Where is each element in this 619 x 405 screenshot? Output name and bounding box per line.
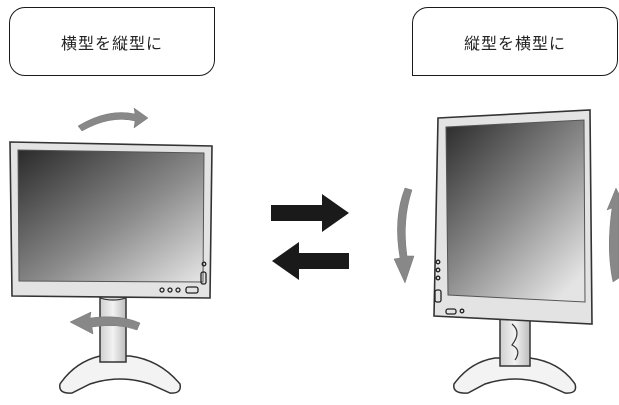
- rotate-arrow-up-partial-icon: [606, 187, 619, 283]
- arrow-left-icon: [272, 242, 349, 280]
- monitor-landscape-base: [59, 355, 182, 394]
- monitor-landscape-neck: [99, 295, 127, 363]
- swivel-arrow-neck-icon: [69, 311, 141, 335]
- monitor-portrait-controls: [434, 259, 465, 315]
- monitor-landscape: [9, 107, 213, 394]
- label-landscape-to-portrait: 横型を縦型に: [9, 7, 215, 76]
- monitor-portrait-base: [453, 357, 577, 394]
- rotate-arrow-down-icon: [393, 187, 415, 284]
- monitor-portrait-screen: [445, 119, 586, 303]
- label-landscape-to-portrait-text: 横型を縦型に: [60, 33, 163, 53]
- rotate-clockwise-arrow-top-icon: [77, 107, 149, 132]
- monitor-landscape-controls: [159, 261, 207, 294]
- label-portrait-to-landscape-text: 縦型を横型に: [463, 33, 566, 53]
- label-portrait-to-landscape: 縦型を横型に: [412, 7, 618, 76]
- arrow-right-icon: [271, 194, 349, 232]
- monitor-landscape-screen: [17, 149, 205, 283]
- monitor-portrait: [393, 109, 619, 394]
- conversion-arrows: [271, 194, 349, 280]
